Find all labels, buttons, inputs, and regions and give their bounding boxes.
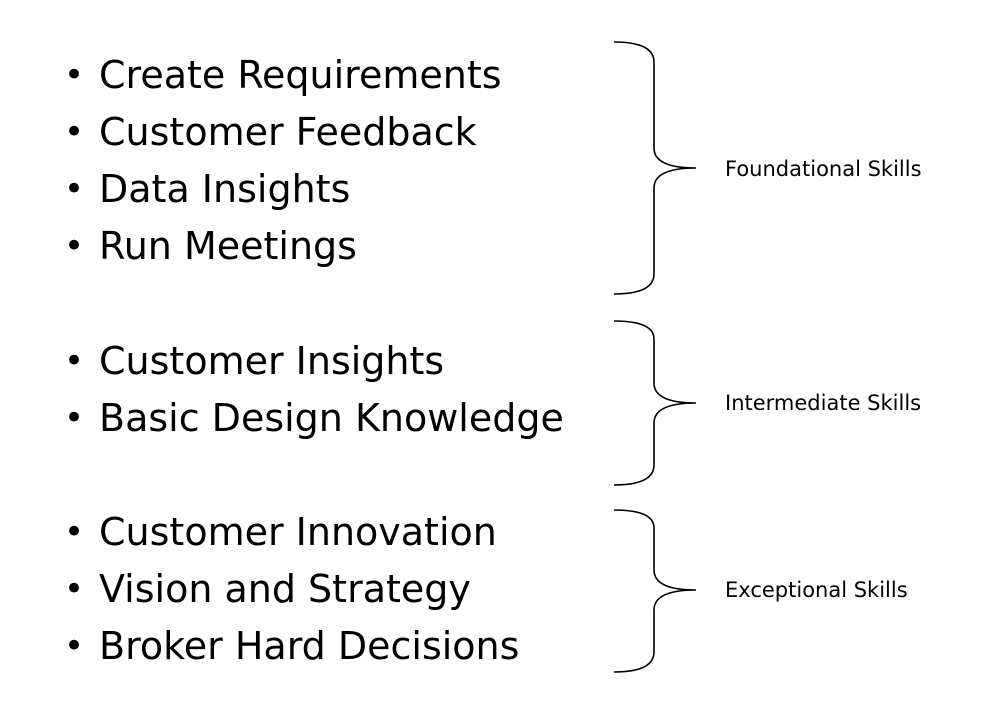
group-label-intermediate: Intermediate Skills bbox=[725, 391, 922, 415]
bullet-icon: • bbox=[64, 341, 85, 381]
bullet-icon: • bbox=[64, 398, 85, 438]
bullet-icon: • bbox=[64, 112, 85, 152]
brace-exceptional-icon bbox=[613, 509, 697, 673]
skill-item-label: Run Meetings bbox=[99, 224, 357, 268]
bullet-icon: • bbox=[64, 512, 85, 552]
skill-item-label: Customer Innovation bbox=[99, 510, 497, 554]
bullet-icon: • bbox=[64, 169, 85, 209]
skill-item-label: Basic Design Knowledge bbox=[99, 396, 564, 440]
skill-item-label: Customer Insights bbox=[99, 339, 445, 383]
bullet-icon: • bbox=[64, 226, 85, 266]
skill-item-label: Data Insights bbox=[99, 167, 351, 211]
skill-item-label: Broker Hard Decisions bbox=[99, 624, 520, 668]
bullet-icon: • bbox=[64, 569, 85, 609]
group-label-exceptional: Exceptional Skills bbox=[725, 578, 908, 602]
skill-item-label: Customer Feedback bbox=[99, 110, 477, 154]
bullet-icon: • bbox=[64, 626, 85, 666]
group-label-foundational: Foundational Skills bbox=[725, 157, 922, 181]
bullet-icon: • bbox=[64, 55, 85, 95]
brace-foundational-icon bbox=[613, 41, 697, 295]
brace-intermediate-icon bbox=[613, 320, 697, 486]
skill-item-label: Create Requirements bbox=[99, 53, 502, 97]
skill-item-label: Vision and Strategy bbox=[99, 567, 471, 611]
